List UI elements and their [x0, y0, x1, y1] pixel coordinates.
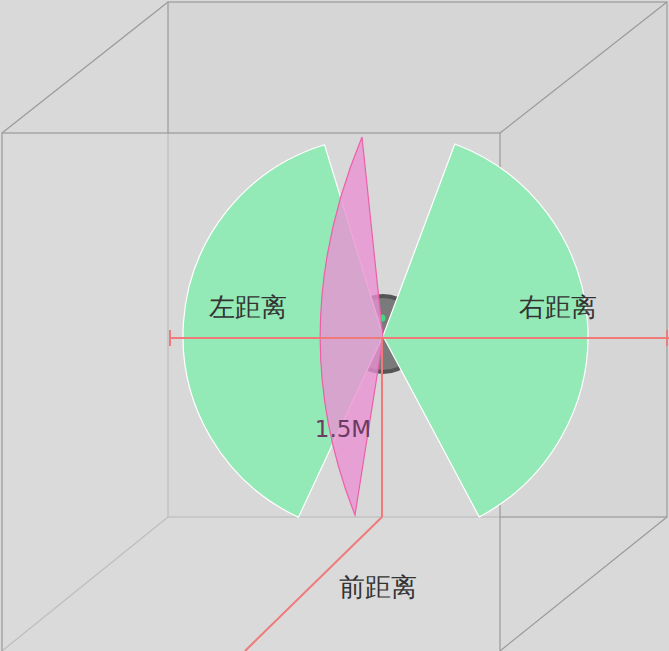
cube-edge — [500, 517, 667, 651]
width-line — [170, 337, 669, 339]
sector-label: 左距离 — [209, 293, 287, 322]
sector-outline — [320, 137, 383, 515]
end-tick — [169, 330, 171, 346]
sector-shape — [300, 133, 386, 519]
sector-label: 右距离 — [519, 293, 597, 322]
depth-line — [381, 338, 383, 517]
end-tick — [666, 330, 668, 346]
label-holder: 前距离 — [0, 0, 78, 29]
sector-outline — [383, 144, 588, 517]
right-range-sector: 右距离 — [380, 128, 592, 524]
cube-edge — [2, 2, 168, 133]
front-distance-label: 前距离 — [339, 573, 417, 602]
sector-shape — [380, 128, 592, 524]
cube-edge — [500, 2, 667, 133]
sector-label: 1.5M — [315, 417, 371, 442]
height-sector: 1.5M — [300, 133, 386, 519]
